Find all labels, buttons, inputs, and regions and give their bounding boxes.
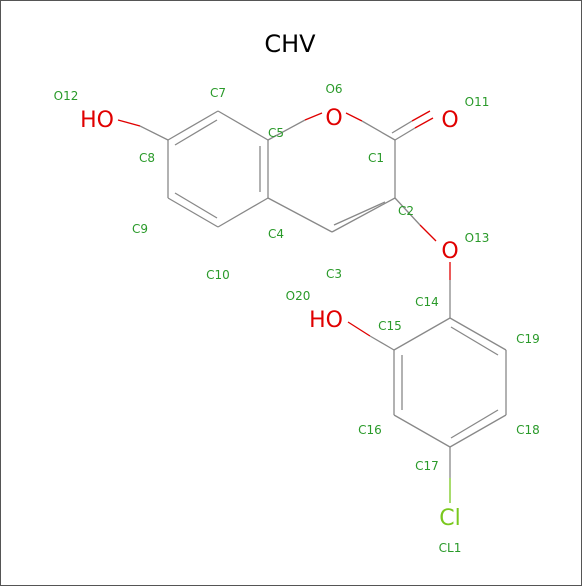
label-c9: C9 — [132, 222, 148, 236]
label-c4: C4 — [268, 227, 284, 241]
bond-c8-o12-red — [117, 119, 141, 127]
bond-c14-c19 — [449, 317, 507, 351]
bond-c2-c3 — [331, 197, 396, 233]
bonds — [117, 110, 507, 503]
bond-c3-c4 — [267, 197, 333, 233]
bond-c1-o11-b-red — [411, 110, 431, 122]
bond-c2-c3-inner — [333, 201, 386, 226]
atom-o11-symbol: O — [441, 108, 458, 133]
label-o12: O12 — [54, 89, 79, 103]
bond-c15-o20-grey — [369, 335, 395, 351]
label-c5: C5 — [268, 126, 284, 140]
label-c3: C3 — [326, 267, 342, 281]
label-cl1: CL1 — [439, 541, 462, 555]
label-c2: C2 — [398, 204, 414, 218]
label-c17: C17 — [415, 459, 439, 473]
label-c8: C8 — [139, 151, 155, 165]
bond-c4-c10 — [217, 197, 269, 228]
bond-c17-c16 — [393, 414, 451, 448]
label-c14: C14 — [415, 295, 439, 309]
label-o13: O13 — [465, 231, 490, 245]
bond-c1-o11-a-red — [414, 117, 434, 129]
bond-c18-c17-inner — [450, 409, 499, 439]
bond-c7-c5 — [217, 110, 269, 141]
bond-c15-c14 — [393, 317, 451, 351]
bond-c8-c7-inner — [174, 119, 218, 146]
bond-c5-o6-red — [304, 112, 323, 121]
label-c18: C18 — [516, 423, 540, 437]
bond-c18-c17 — [449, 414, 507, 448]
bond-c1-o11-b-grey — [391, 120, 413, 134]
atom-o12-symbol: HO — [80, 108, 114, 133]
bond-c15-o20-red — [347, 321, 371, 337]
label-o6: O6 — [325, 82, 342, 96]
bond-c1-o11-a-grey — [394, 127, 416, 141]
atom-labels: O12 C7 O6 O11 C8 C5 C1 C9 C4 C2 O13 C10 … — [54, 82, 540, 555]
label-c15: C15 — [378, 319, 402, 333]
hetero-atom-symbols: HO O O O HO Cl — [80, 106, 461, 531]
bond-c10-c9 — [167, 197, 219, 228]
diagram-title: CHV — [264, 30, 316, 58]
bond-c5-o6-grey — [267, 119, 306, 141]
atom-cl-symbol: Cl — [439, 506, 460, 531]
bond-c2-o13-red — [419, 224, 437, 242]
bond-o6-c1-grey — [361, 120, 396, 141]
label-c7: C7 — [210, 86, 226, 100]
bond-c2-o13-grey — [394, 197, 421, 226]
label-c1: C1 — [368, 151, 384, 165]
bond-c8-c7 — [167, 110, 219, 141]
label-c19: C19 — [516, 332, 540, 346]
label-c16: C16 — [358, 423, 382, 437]
bond-c10-c9-inner — [174, 192, 218, 219]
atom-o20-symbol: HO — [309, 308, 343, 333]
atom-o13-symbol: O — [441, 239, 458, 264]
bond-c8-o12-grey — [139, 125, 169, 141]
label-c10: C10 — [206, 268, 230, 282]
bond-o6-c1-red — [345, 112, 363, 122]
label-o11: O11 — [465, 95, 490, 109]
label-o20: O20 — [286, 289, 311, 303]
bond-c14-c19-inner — [450, 326, 499, 356]
atom-o6-symbol: O — [325, 106, 342, 131]
